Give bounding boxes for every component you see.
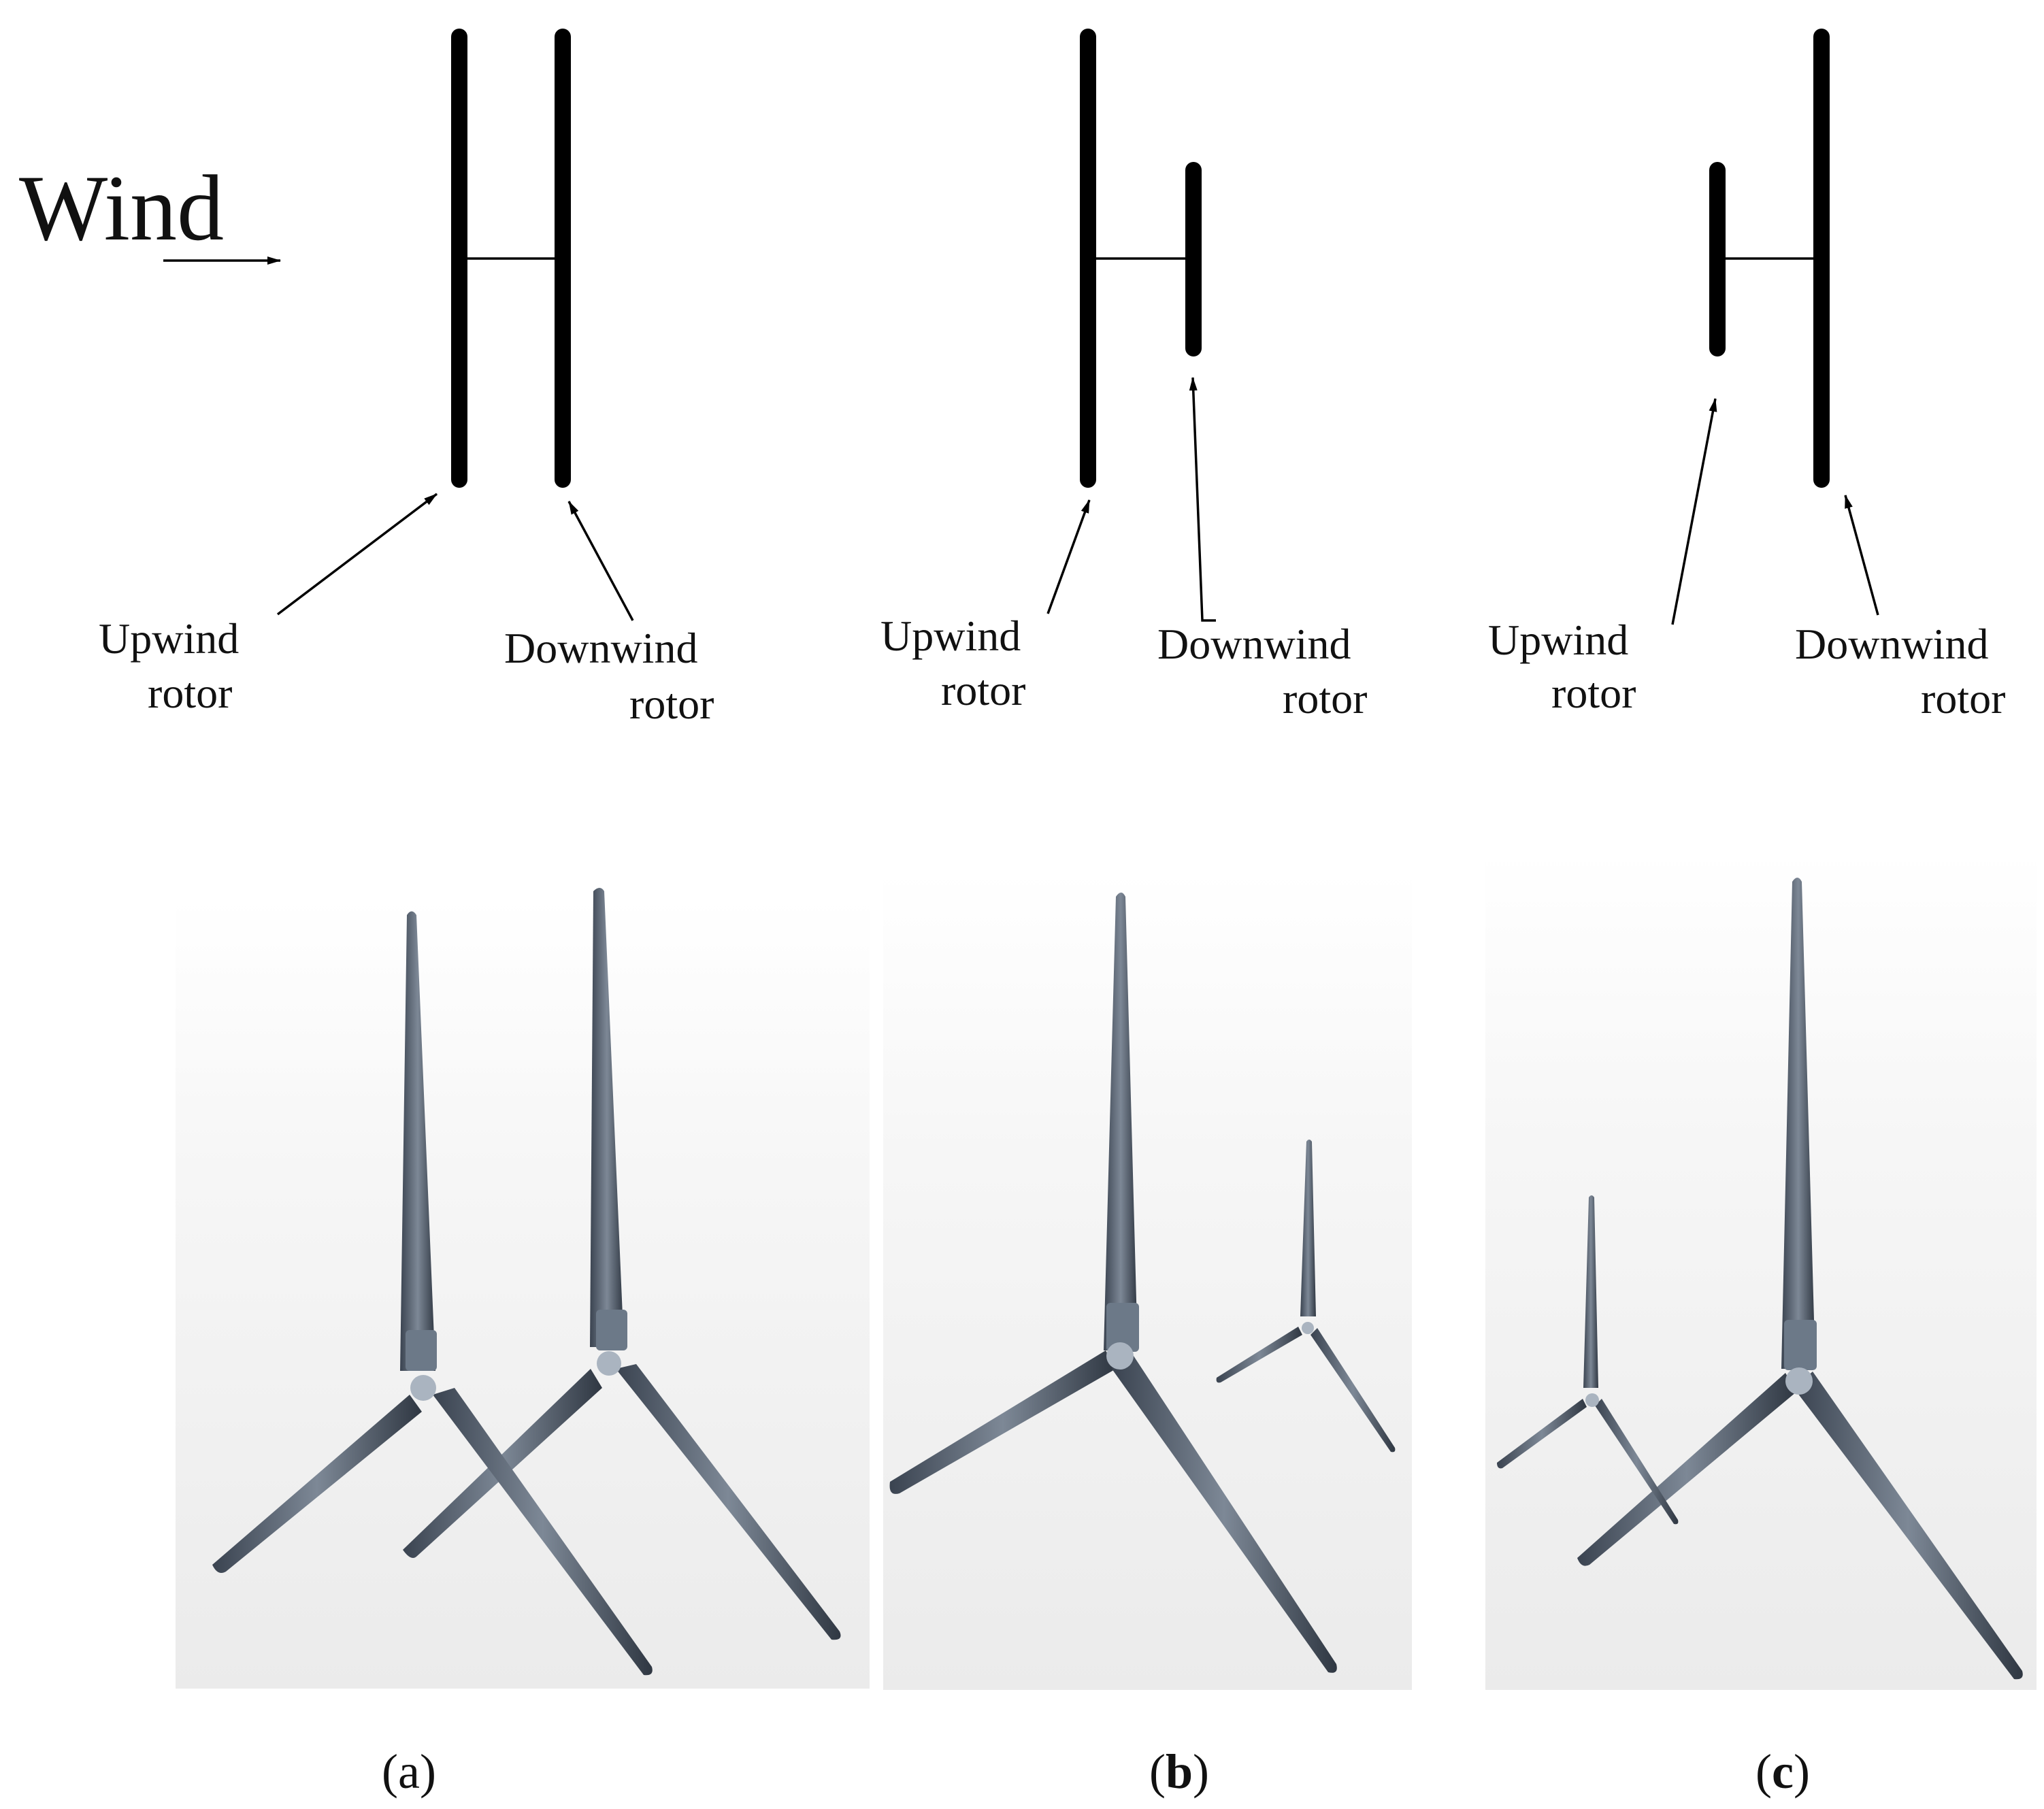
wind-label: Wind	[19, 156, 224, 260]
downwind-pointer	[1189, 377, 1216, 622]
upwind-label-line1: Upwind	[880, 612, 1021, 660]
blade-root	[1784, 1320, 1817, 1370]
render-background	[1485, 852, 2037, 1690]
downwind-rotor-bar	[555, 29, 571, 488]
hub	[1106, 1342, 1134, 1370]
upwind-label-line2: rotor	[148, 669, 232, 717]
render-background	[176, 898, 870, 1689]
upwind-label-line1: Upwind	[99, 614, 239, 663]
blade	[1104, 893, 1138, 1350]
hub	[1302, 1322, 1314, 1334]
upwind-label-line2: rotor	[941, 666, 1025, 714]
blade	[1781, 878, 1815, 1369]
panel-label-b: (b)	[1149, 1744, 1209, 1799]
blade	[1311, 1328, 1396, 1453]
render-row	[176, 852, 2037, 1690]
render-a	[176, 888, 870, 1689]
render-background	[883, 871, 1412, 1690]
upwind-pointer	[1671, 398, 1717, 625]
rotor-downwind	[1577, 878, 2023, 1680]
render-c	[1485, 852, 2037, 1690]
upwind-rotor-bar	[1709, 162, 1726, 356]
downwind-rotor-bar	[1813, 29, 1830, 488]
schematic-c: Upwind rotor Downwind rotor	[1488, 29, 2005, 723]
blade	[400, 911, 435, 1371]
downwind-rotor-bar	[1185, 162, 1202, 356]
blade	[889, 1350, 1116, 1494]
rotor-upwind	[1497, 1195, 1679, 1525]
blade	[1577, 1373, 1796, 1566]
hub	[597, 1351, 621, 1376]
blade	[590, 888, 624, 1347]
downwind-label-line2: rotor	[1283, 674, 1367, 723]
blade	[1794, 1372, 2023, 1680]
downwind-pointer	[1844, 495, 1879, 616]
panel-label-c: (c)	[1755, 1744, 1810, 1799]
downwind-label-line1: Downwind	[504, 624, 697, 672]
schematic-b: Upwind rotor Downwind rotor	[880, 29, 1367, 723]
blade	[1300, 1140, 1316, 1316]
blade	[212, 1395, 422, 1574]
upwind-rotor-bar	[451, 29, 467, 488]
downwind-label-line2: rotor	[1921, 674, 2005, 723]
hub	[1785, 1367, 1813, 1395]
downwind-pointer	[567, 501, 634, 621]
hub	[410, 1375, 436, 1401]
downwind-label-line1: Downwind	[1795, 620, 1988, 668]
schematic-row: Wind Upwind rotor Downwind rotor Upwind …	[19, 29, 2005, 728]
downwind-label-line2: rotor	[629, 680, 714, 728]
upwind-label-line1: Upwind	[1488, 616, 1628, 664]
blade	[1583, 1195, 1598, 1388]
hub	[1585, 1393, 1599, 1407]
blade-root	[406, 1330, 437, 1371]
panel-label-a: (a)	[382, 1744, 436, 1799]
rotor-upwind	[889, 893, 1337, 1673]
blade	[1216, 1327, 1302, 1383]
blade-root	[596, 1310, 627, 1350]
blade	[1595, 1399, 1679, 1525]
blade-root	[1106, 1303, 1139, 1352]
upwind-label-line2: rotor	[1551, 669, 1636, 717]
blade	[1112, 1354, 1337, 1673]
downwind-label-line1: Downwind	[1157, 620, 1351, 668]
upwind-pointer	[1046, 499, 1091, 614]
render-b	[883, 871, 1412, 1690]
blade	[433, 1388, 653, 1676]
blade	[616, 1364, 841, 1640]
blade	[1497, 1399, 1587, 1469]
rotor-downwind	[1216, 1140, 1396, 1453]
upwind-pointer	[276, 493, 438, 616]
upwind-rotor-bar	[1080, 29, 1096, 488]
rotor-upwind	[212, 911, 653, 1676]
schematic-a: Upwind rotor Downwind rotor	[99, 29, 714, 728]
